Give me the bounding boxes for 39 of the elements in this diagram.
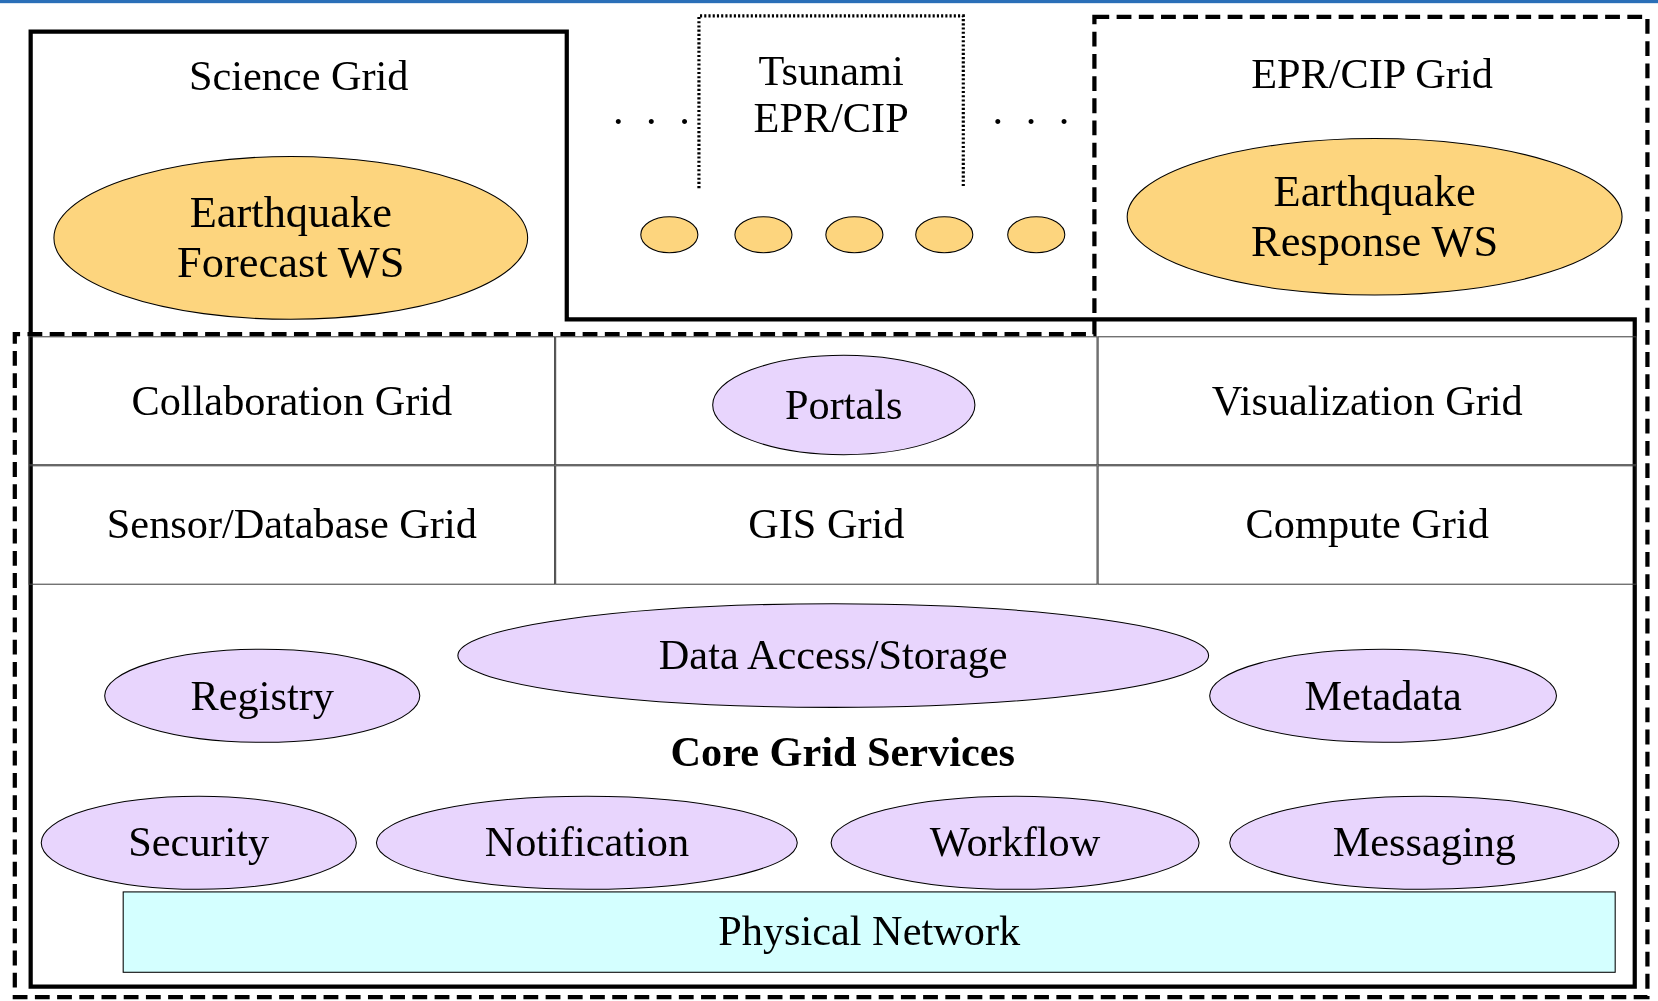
node-label: Sensor/Database Grid (106, 501, 477, 549)
ellipse-node (456, 602, 1210, 709)
ellipse-node (914, 215, 974, 254)
network-bar (122, 891, 1616, 973)
ellipse-node (830, 795, 1201, 891)
ellipse-node (1126, 137, 1624, 297)
node-label: Earthquake Forecast WS (176, 188, 406, 288)
node-label: Messaging (1332, 819, 1516, 867)
ellipse-node (375, 795, 799, 891)
region-title: Science Grid (188, 52, 409, 100)
ellipse-node (824, 215, 884, 254)
ellipse-node (1228, 795, 1620, 891)
ellipse-node (1006, 215, 1066, 254)
ellipse-node (1208, 648, 1558, 744)
ellipse-node (711, 354, 976, 456)
node-label: Notification (484, 819, 690, 867)
node-label: Security (128, 819, 270, 867)
node-label: GIS Grid (748, 501, 905, 549)
region-title: Tsunami EPR/CIP (752, 47, 910, 143)
ellipse-node (40, 795, 358, 891)
node-label: Earthquake Response WS (1250, 167, 1500, 267)
ellipse-node (103, 648, 421, 744)
ellipse-node (733, 215, 794, 254)
region-title: EPR/CIP Grid (1251, 50, 1493, 98)
region-title: Core Grid Services (670, 728, 1015, 776)
dotted-outline-box (697, 14, 965, 189)
node-label: Metadata (1304, 672, 1462, 720)
node-label: Data Access/Storage (658, 631, 1008, 680)
node-label: Physical Network (718, 908, 1021, 956)
node-label: Workflow (929, 819, 1101, 867)
ellipse-node (639, 215, 699, 254)
ellipse-node (52, 155, 529, 321)
node-label: Registry (190, 672, 334, 720)
ellipsis-dots: · · · (611, 97, 696, 147)
node-label: Collaboration Grid (131, 377, 453, 425)
node-label: Portals (785, 381, 903, 429)
node-label: Visualization Grid (1211, 377, 1523, 425)
ellipsis-dots: · · · (990, 97, 1076, 147)
node-label: Compute Grid (1245, 501, 1489, 549)
